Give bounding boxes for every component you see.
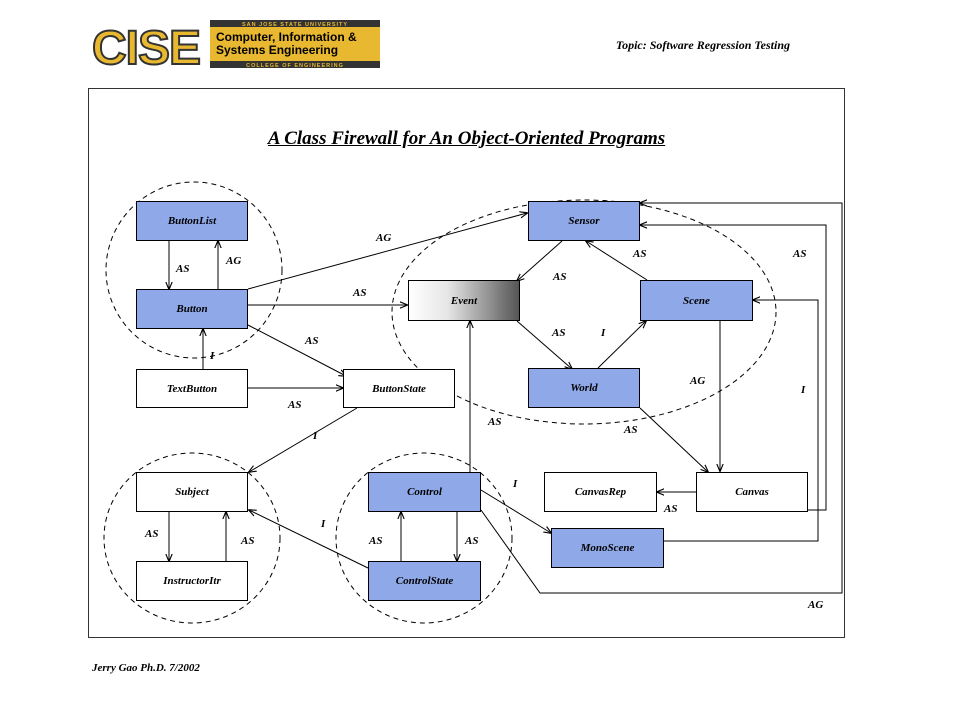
- label-subject-instructoritr: AS: [145, 528, 159, 540]
- label-instructoritr-subject: AS: [241, 535, 255, 547]
- edge-scene-sensor: [586, 241, 648, 281]
- label-event-world: AS: [552, 327, 566, 339]
- edge-buttonstate-subject: [249, 407, 358, 472]
- class-canvasrep: CanvasRep: [544, 472, 657, 512]
- label-monoscene-scene: I: [801, 384, 806, 396]
- logo-bottom-strip: [210, 61, 380, 68]
- label-world-canvas: AS: [624, 424, 638, 436]
- logo-gold-band: [210, 20, 380, 68]
- class-world: World: [528, 368, 640, 408]
- edge-canvas-sensor: [640, 225, 827, 511]
- content-frame: [88, 88, 845, 638]
- class-buttonlist: ButtonList: [136, 201, 248, 241]
- firewall-core-cluster: [391, 199, 777, 425]
- edge-world-scene: [597, 321, 646, 369]
- label-controlstate-control: AS: [369, 535, 383, 547]
- label-button-buttonlist: AG: [226, 255, 242, 267]
- label-control-event: AS: [488, 416, 502, 428]
- edge-monoscene-scene: [664, 300, 819, 542]
- label-textbutton-buttonstate: AS: [288, 399, 302, 411]
- class-control: Control: [368, 472, 481, 512]
- class-button: Button: [136, 289, 248, 329]
- logo-big-letters: CISE: [92, 22, 200, 72]
- logo-dept-line2: Systems Engineering: [216, 43, 338, 57]
- class-textbutton: TextButton: [136, 369, 248, 408]
- edge-control-monoscene: [480, 489, 551, 533]
- label-buttonlist-button: AS: [176, 263, 190, 275]
- class-monoscene: MonoScene: [551, 528, 664, 568]
- label-button-buttonstate: AS: [305, 335, 319, 347]
- logo-dept-line1: Computer, Information &: [216, 30, 357, 44]
- class-buttonstate: ButtonState: [343, 369, 455, 408]
- label-button-sensor: AG: [376, 232, 392, 244]
- label-scene-canvas: AG: [690, 375, 706, 387]
- class-event: Event: [408, 280, 520, 321]
- label-canvas-canvasrep: AS: [664, 503, 678, 515]
- edge-controlstate-subject: [249, 510, 369, 569]
- label-textbutton-button: I: [210, 350, 215, 362]
- edge-control-sensor: [480, 203, 843, 594]
- footer-author: Jerry Gao Ph.D. 7/2002: [92, 662, 200, 674]
- cise-logo: CISE SAN JOSE STATE UNIVERSITY Computer,…: [91, 20, 380, 72]
- slide-title: A Class Firewall for An Object-Oriented …: [267, 128, 666, 149]
- class-scene: Scene: [640, 280, 753, 321]
- label-buttonstate-subject: I: [313, 430, 318, 442]
- firewall-subject-cluster: [103, 452, 281, 624]
- label-canvas-sensor: AS: [793, 248, 807, 260]
- logo-college: COLLEGE OF ENGINEERING: [246, 63, 344, 69]
- label-button-event: AS: [353, 287, 367, 299]
- edge-event-world: [516, 320, 572, 369]
- class-subject: Subject: [136, 472, 248, 512]
- firewall-button-cluster: [105, 181, 283, 359]
- label-world-scene: I: [601, 327, 606, 339]
- class-instructoritr: InstructorItr: [136, 561, 248, 601]
- label-sensor-event: AS: [553, 271, 567, 283]
- topic-label: Topic: Software Regression Testing: [615, 38, 790, 52]
- logo-top-strip: [210, 20, 380, 27]
- label-control-controlstate: AS: [465, 535, 479, 547]
- class-sensor: Sensor: [528, 201, 640, 241]
- label-scene-sensor: AS: [633, 248, 647, 260]
- logo-university: SAN JOSE STATE UNIVERSITY: [242, 22, 348, 28]
- firewall-control-cluster: [335, 452, 513, 624]
- label-control-sensor: AG: [808, 599, 824, 611]
- edge-sensor-event: [517, 240, 563, 281]
- edge-world-canvas: [639, 407, 708, 472]
- label-controlstate-subject: I: [321, 518, 326, 530]
- class-canvas: Canvas: [696, 472, 808, 512]
- edge-button-sensor: [247, 213, 527, 290]
- class-controlstate: ControlState: [368, 561, 481, 601]
- edge-button-buttonstate: [247, 324, 346, 376]
- label-control-monoscene: I: [513, 478, 518, 490]
